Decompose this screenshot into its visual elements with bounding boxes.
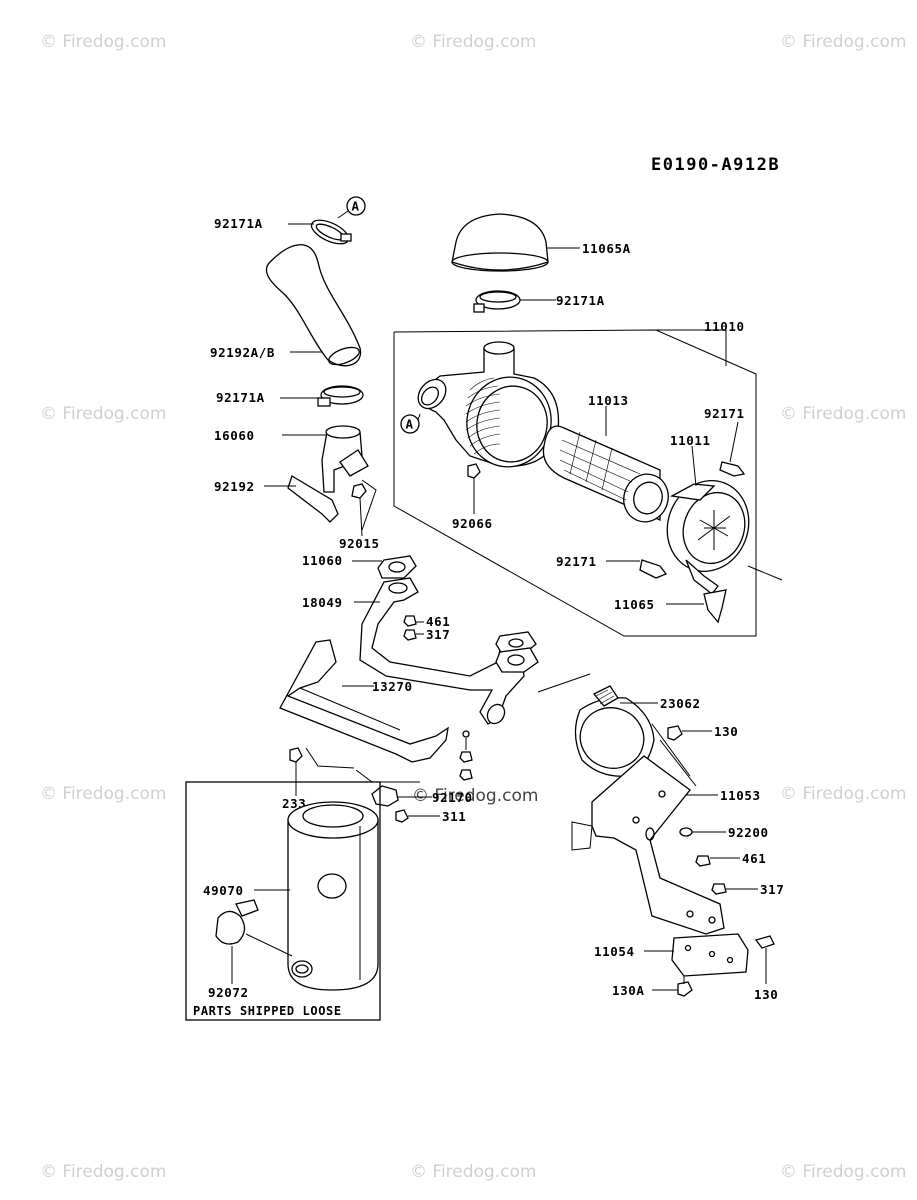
callout-a-mid-letter: A xyxy=(406,417,414,432)
intake-hose-group: 92171A A 92192A/B 92171A 16060 92192 xyxy=(210,196,380,551)
valve-11065 xyxy=(703,589,727,624)
label-92192AB: 92192A/B xyxy=(210,345,275,360)
label-92200: 92200 xyxy=(728,825,769,840)
watermark-text: © Firedog.com xyxy=(410,1162,536,1182)
clip-92171 xyxy=(719,461,746,477)
label-311: 311 xyxy=(442,809,466,824)
exhaust-pipe-18049 xyxy=(359,577,525,725)
watermark-text: © Firedog.com xyxy=(40,784,166,804)
label-11060: 11060 xyxy=(302,553,343,568)
label-18049: 18049 xyxy=(302,595,343,610)
label-92171A: 92171A xyxy=(214,216,263,231)
diagram-code: E0190-A912B xyxy=(651,155,780,175)
watermark-text: © Firedog.com xyxy=(780,784,906,804)
label-92171A-3: 92171A xyxy=(556,293,605,308)
hose-clamp-lower xyxy=(317,385,364,407)
label-461-b: 461 xyxy=(742,851,766,866)
watermark-text: © Firedog.com xyxy=(410,32,536,52)
nut-317 xyxy=(403,629,417,641)
callout-a-mid xyxy=(400,414,420,434)
label-461: 461 xyxy=(426,614,450,629)
label-23062: 23062 xyxy=(660,696,701,711)
watermark-text: © Firedog.com xyxy=(40,1162,166,1182)
watermark-text: © Firedog.com xyxy=(780,404,906,424)
muffler-bracket-group: 13270 xyxy=(279,639,473,783)
label-11013: 11013 xyxy=(588,393,629,408)
exhaust-pipe-group: 11060 18049 461 317 xyxy=(302,553,539,725)
label-92066: 92066 xyxy=(452,516,493,531)
plug-92066 xyxy=(467,463,481,479)
label-11010: 11010 xyxy=(704,319,745,334)
washer-461-b xyxy=(695,855,711,867)
label-11065: 11065 xyxy=(614,597,655,612)
muffler-bracket-13270 xyxy=(279,639,449,763)
label-92171-lower: 92171 xyxy=(556,554,597,569)
label-11065A: 11065A xyxy=(582,241,631,256)
intake-hose xyxy=(265,244,362,367)
washer-461 xyxy=(403,615,417,627)
bracket-11053 xyxy=(591,755,725,935)
label-317-b: 317 xyxy=(760,882,784,897)
clip-92171-lower xyxy=(639,559,668,579)
label-92170: 92170 xyxy=(432,790,473,805)
nut-317-b xyxy=(711,883,727,895)
label-11053: 11053 xyxy=(720,788,761,803)
label-49070: 49070 xyxy=(203,883,244,898)
watermark-text-center: © Firedog.com xyxy=(412,786,538,806)
watermark-text: © Firedog.com xyxy=(40,404,166,424)
watermark-text: © Firedog.com xyxy=(40,32,166,52)
label-92072: 92072 xyxy=(208,985,249,1000)
nut-92015 xyxy=(351,483,367,499)
callout-a-top-letter: A xyxy=(352,199,360,214)
bolt-130-lower xyxy=(754,935,775,949)
clamp-92170: 92170 311 xyxy=(371,785,473,824)
parts-shipped-loose-box: 49070 92072 PARTS SHIPPED LOOSE xyxy=(185,781,381,1021)
clamp-92072 xyxy=(215,910,246,945)
watermarks: © Firedog.com © Firedog.com © Firedog.co… xyxy=(40,32,906,1182)
label-130A: 130A xyxy=(612,983,645,998)
label-11011: 11011 xyxy=(670,433,711,448)
callout-a-top xyxy=(346,196,366,216)
label-92171A-2: 92171A xyxy=(216,390,265,405)
air-cleaner-group: 11065A 92171A 11010 A 920 xyxy=(393,213,783,637)
breather-hose-92192 xyxy=(287,475,339,523)
watermark-text: © Firedog.com xyxy=(780,1162,906,1182)
label-130-lower: 130 xyxy=(754,987,778,1002)
label-16060: 16060 xyxy=(214,428,255,443)
gasket-11060 xyxy=(377,555,417,579)
muffler-49070 xyxy=(287,819,379,991)
label-13270: 13270 xyxy=(372,679,413,694)
air-cleaner-bracket-group: 23062 130 11053 92200 461 317 11054 xyxy=(537,673,784,1002)
bolt-130 xyxy=(667,725,683,741)
label-11054: 11054 xyxy=(594,944,635,959)
label-317: 317 xyxy=(426,627,450,642)
parts-shipped-loose-note: PARTS SHIPPED LOOSE xyxy=(193,1004,342,1018)
washer-92200 xyxy=(679,827,693,837)
label-92171: 92171 xyxy=(704,406,745,421)
label-92192: 92192 xyxy=(214,479,255,494)
bolt-130A xyxy=(677,981,693,997)
label-130: 130 xyxy=(714,724,738,739)
cap-11065A xyxy=(451,213,549,271)
bolt-233: 233 xyxy=(282,747,306,811)
label-92015: 92015 xyxy=(339,536,380,551)
hose-clamp-top xyxy=(310,219,352,245)
watermark-text: © Firedog.com xyxy=(780,32,906,52)
